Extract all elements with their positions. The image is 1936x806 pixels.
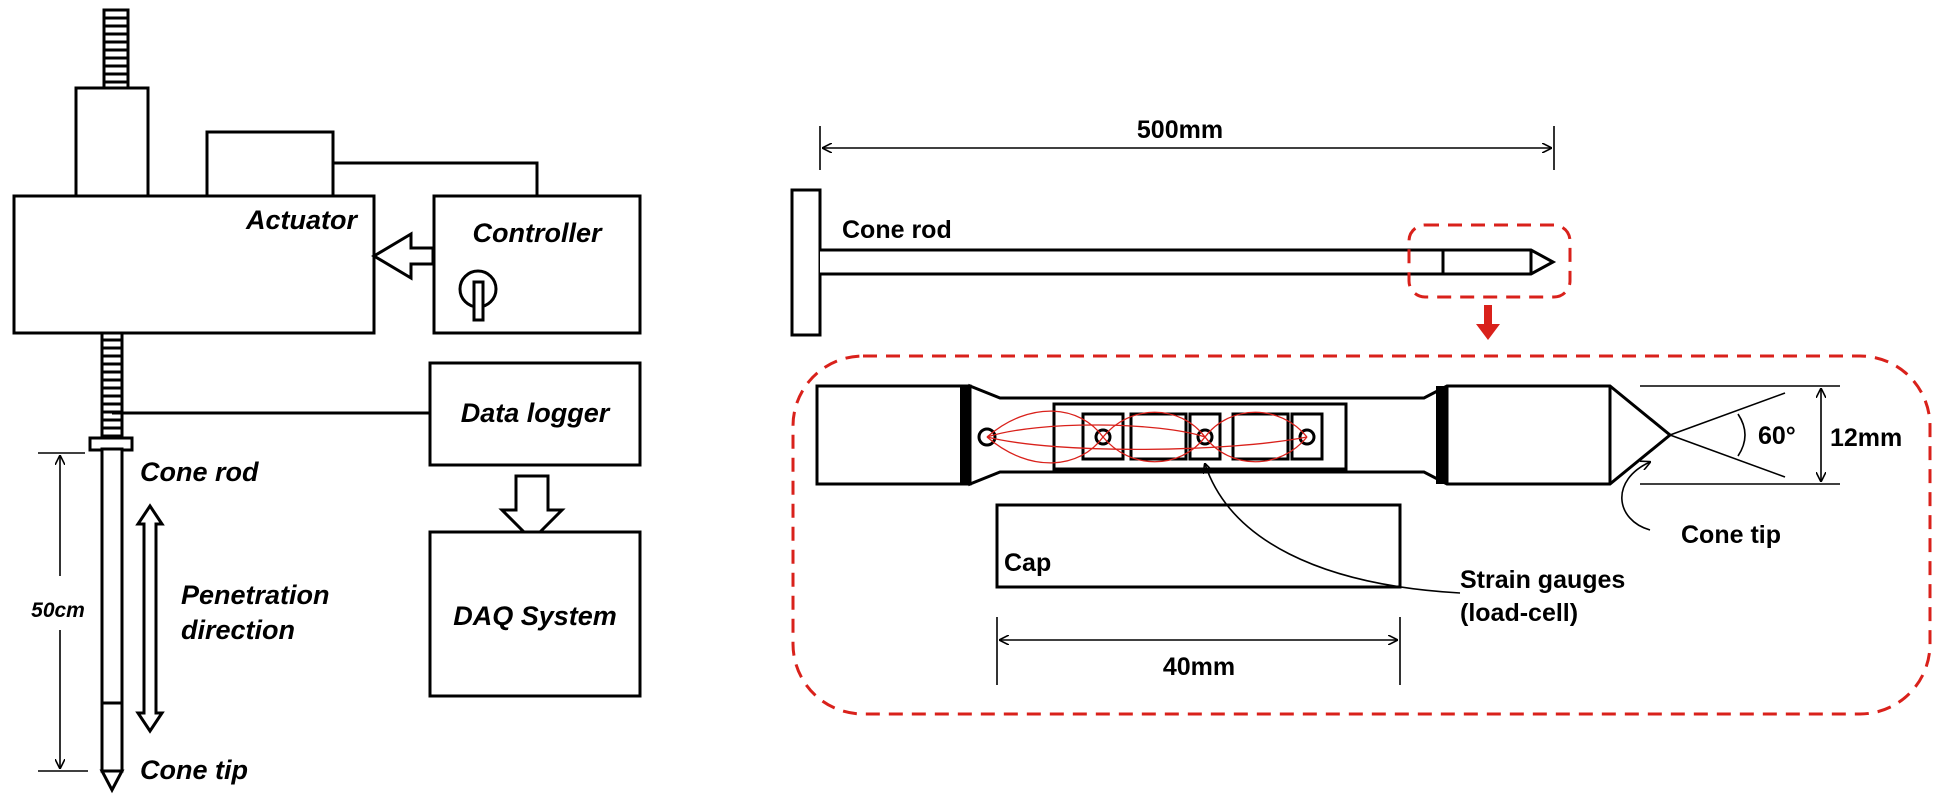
length-dimension xyxy=(38,452,88,772)
detail-highlight-frame xyxy=(791,354,1932,716)
test-setup-panel: Actuator Controller Data logger DAQ Syst… xyxy=(12,8,642,794)
tip-highlight-box xyxy=(1407,223,1572,299)
cone-tip-label-right: Cone tip xyxy=(1681,521,1781,549)
strain-gauges-label-line2: (load-cell) xyxy=(1460,599,1578,627)
threaded-screw-top xyxy=(102,8,130,90)
rod-length-label: 500mm xyxy=(1137,116,1223,144)
cap-length-label: 40mm xyxy=(1163,653,1235,681)
cone-rod-label: Cone rod xyxy=(140,457,259,487)
threaded-screw-bottom xyxy=(100,331,124,438)
controller-box xyxy=(432,194,642,335)
cone-tip-label: Cone tip xyxy=(140,755,248,785)
rod-handle-plate xyxy=(790,188,822,337)
cap-box xyxy=(995,503,1402,589)
diameter-label: 12mm xyxy=(1830,424,1902,452)
cone-rod-label-right: Cone rod xyxy=(842,216,952,244)
cone-angle-indicator xyxy=(1669,392,1786,478)
cone-tip-callout-line xyxy=(1621,462,1650,531)
cap-length-dimension xyxy=(996,617,1401,685)
cone-detail-panel: 500mm Cone rod xyxy=(790,116,1932,716)
strain-gauge-callout-line xyxy=(1205,464,1461,594)
motor-block xyxy=(74,86,150,198)
penetration-label-line1: Penetration xyxy=(181,580,330,610)
actuator-box xyxy=(12,194,376,335)
control-arrow-icon xyxy=(371,231,435,281)
cone-rod-vertical xyxy=(88,436,134,794)
strain-gauges-label-line1: Strain gauges xyxy=(1460,566,1625,594)
zoom-arrow-icon xyxy=(1476,305,1500,340)
data-logger-label: Data logger xyxy=(461,398,611,428)
cone-rod-horizontal xyxy=(820,248,1557,276)
actuator-label: Actuator xyxy=(245,205,358,235)
daq-system-box xyxy=(428,530,642,698)
rod-length-dimension xyxy=(819,126,1555,170)
angle-label: 60° xyxy=(1758,422,1796,450)
daq-system-label: DAQ System xyxy=(453,601,617,631)
strain-gauge-wiring xyxy=(986,410,1308,464)
controller-label: Controller xyxy=(472,218,602,248)
penetration-label-line2: direction xyxy=(181,615,295,645)
diameter-dimension xyxy=(1640,385,1840,485)
logger-to-daq-arrow-icon xyxy=(498,474,566,543)
penetration-direction-arrow-icon xyxy=(135,503,165,734)
data-logger-box xyxy=(428,361,642,467)
controller-knob-icon xyxy=(458,269,498,322)
cap-label: Cap xyxy=(1004,549,1051,577)
gearbox-block xyxy=(205,130,335,198)
length-label: 50cm xyxy=(31,599,85,622)
controller-wire xyxy=(333,161,539,196)
